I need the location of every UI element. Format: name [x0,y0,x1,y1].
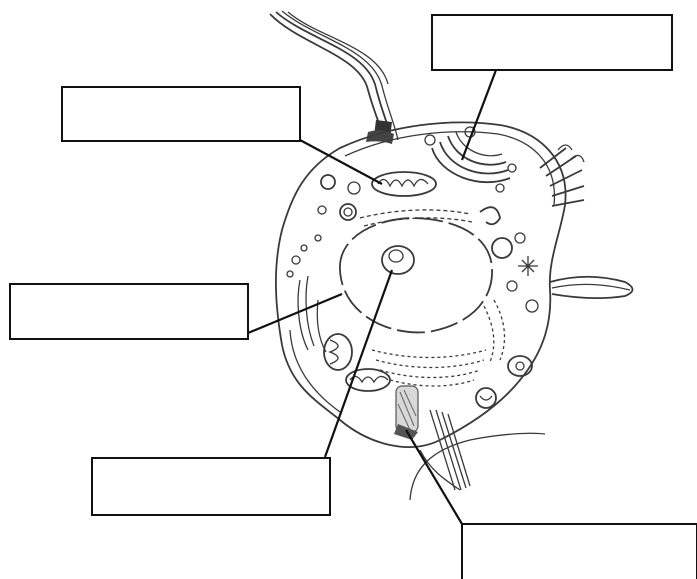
centrosome-star [518,256,538,276]
vesicle [507,281,517,291]
vesicle [515,233,525,243]
leader-nuclear-envelope [248,294,342,333]
plasma-membrane [276,122,566,447]
rough-er-right [484,300,505,362]
cell-projection [550,277,633,298]
nuclear-envelope [340,218,492,332]
vacuole [492,238,512,258]
mitochondrion [324,334,352,370]
nucleolus [382,246,414,274]
cytoskeleton-bundle [420,410,470,490]
label-box-nucleolus[interactable] [92,458,330,515]
label-box-mitochondrion[interactable] [62,87,300,141]
vesicle [348,182,360,194]
vesicle [526,300,538,312]
peroxisome [476,388,496,408]
lysosome [340,204,356,220]
mitochondrion [508,356,532,376]
microvilli [540,145,584,206]
label-box-nuclear-envelope[interactable] [10,284,248,339]
label-box-centrioles[interactable] [462,524,697,579]
leader-centrioles [406,430,462,524]
lysosome [480,207,500,224]
smooth-er [287,235,326,352]
label-box-golgi[interactable] [432,15,672,70]
animal-cell [270,11,633,500]
vesicle [321,175,335,189]
vesicle [318,206,326,214]
leader-golgi [462,70,496,160]
